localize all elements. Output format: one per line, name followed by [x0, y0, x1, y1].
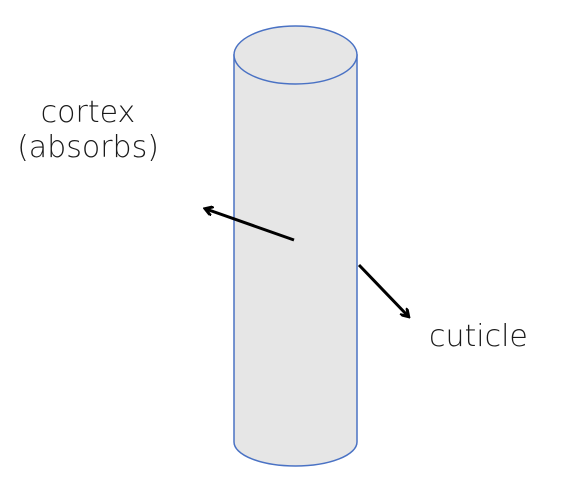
hair-cylinder: [233, 25, 358, 467]
cuticle-arrow: [357, 263, 408, 316]
cortex-arrow: [206, 209, 295, 242]
cuticle-label: cuticle: [429, 319, 528, 354]
cortex-label-line2: (absorbs): [17, 129, 159, 165]
cortex-label-line1: cortex: [40, 95, 136, 130]
cortex-label: cortex (absorbs): [8, 95, 168, 165]
cylinder-body: [233, 54, 358, 467]
cylinder-top: [233, 25, 358, 85]
